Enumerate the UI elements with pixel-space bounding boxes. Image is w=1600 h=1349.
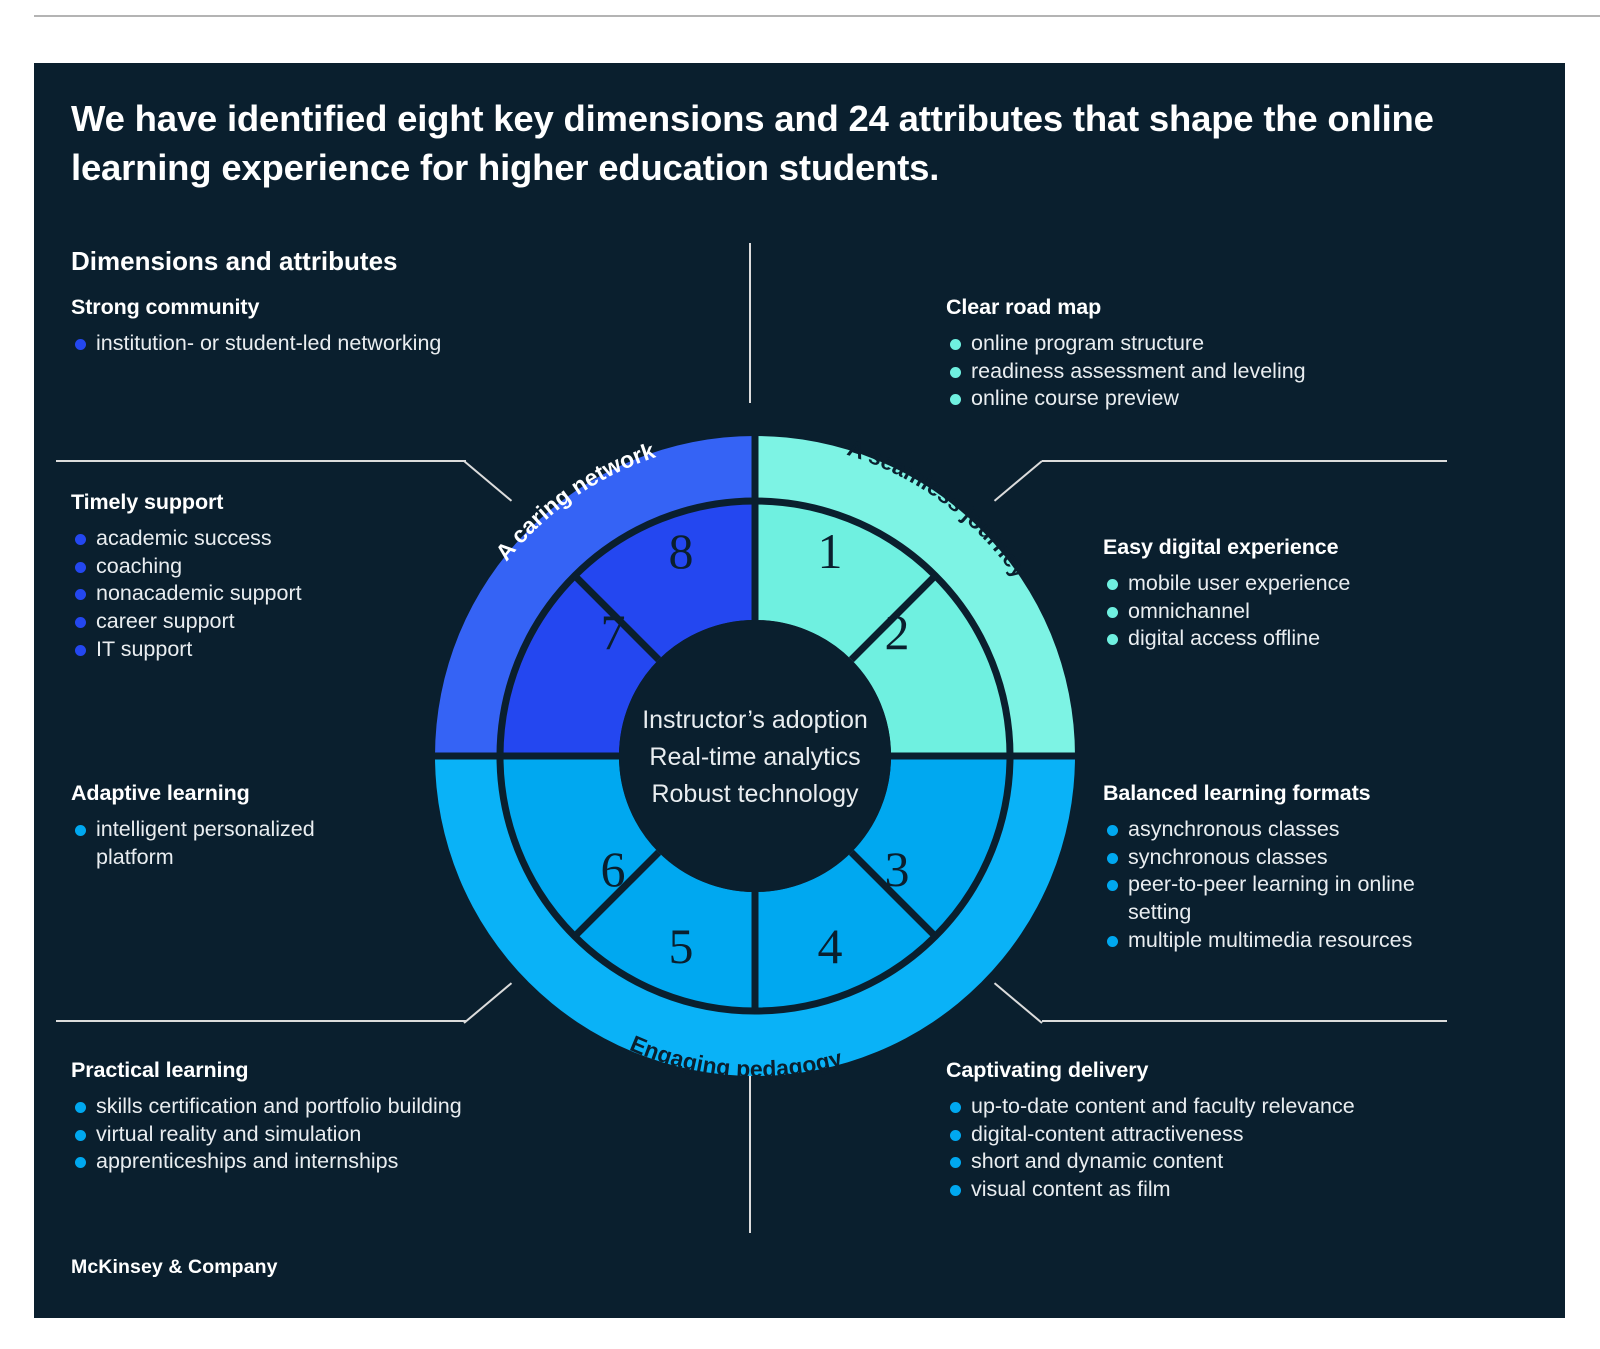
outer-ring-engaging-pedagogy xyxy=(435,756,1075,1076)
segment-number-2: 2 xyxy=(885,604,910,660)
segment-numbers: 1 2 3 4 5 6 7 8 xyxy=(601,523,910,974)
dimension-title: Strong community xyxy=(71,295,260,319)
center-line-2: Real-time analytics xyxy=(649,743,860,771)
attribute-list: intelligent personalized platform xyxy=(71,816,321,871)
connector-right-bottom xyxy=(1042,1020,1447,1022)
attribute-list: skills certification and portfolio build… xyxy=(71,1093,631,1176)
wheel-separators xyxy=(435,436,1075,1015)
list-item: academic success xyxy=(71,525,491,553)
dimensions-wheel: 1 2 3 4 5 6 7 8 Instructor’s adoption Re… xyxy=(400,401,1110,1111)
list-item: asynchronous classes xyxy=(1103,816,1453,844)
dimension-captivating-delivery: Captivating delivery up-to-date content … xyxy=(946,1058,1506,1204)
outer-ring-caring-network xyxy=(435,436,755,756)
mckinsey-logo: McKinsey & Company xyxy=(71,1256,278,1278)
dimension-adaptive-learning: Adaptive learning intelligent personaliz… xyxy=(71,781,321,871)
dimension-balanced-learning-formats: Balanced learning formats asynchronous c… xyxy=(1103,781,1453,955)
dimension-title: Clear road map xyxy=(946,295,1102,319)
list-item: short and dynamic content xyxy=(946,1148,1506,1176)
list-item: visual content as film xyxy=(946,1176,1506,1204)
divider-top-vertical xyxy=(749,243,751,403)
dimension-timely-support: Timely support academic success coaching… xyxy=(71,490,491,664)
infographic-panel: We have identified eight key dimensions … xyxy=(34,63,1565,1318)
list-item: apprenticeships and internships xyxy=(71,1148,631,1176)
dimension-title: Captivating delivery xyxy=(946,1058,1149,1082)
dimension-clear-road-map: Clear road map online program structure … xyxy=(946,295,1466,413)
list-item: skills certification and portfolio build… xyxy=(71,1093,631,1121)
list-item: mobile user experience xyxy=(1103,570,1503,598)
connector-left-bottom xyxy=(56,1020,466,1022)
dimension-title: Adaptive learning xyxy=(71,781,250,805)
dimension-title: Timely support xyxy=(71,490,224,514)
segment-number-7: 7 xyxy=(601,604,626,660)
list-item: synchronous classes xyxy=(1103,844,1453,872)
list-item: online program structure xyxy=(946,330,1466,358)
segment-number-8: 8 xyxy=(669,523,694,579)
dimension-easy-digital-experience: Easy digital experience mobile user expe… xyxy=(1103,535,1503,653)
list-item: nonacademic support xyxy=(71,580,491,608)
dimension-title: Balanced learning formats xyxy=(1103,781,1371,805)
segment-number-5: 5 xyxy=(669,918,694,974)
wheel-center-text: Instructor’s adoption Real-time analytic… xyxy=(642,706,868,808)
attribute-list: institution- or student-led networking xyxy=(71,330,631,358)
wheel-center-disc xyxy=(619,620,891,892)
dimension-strong-community: Strong community institution- or student… xyxy=(71,295,631,358)
center-line-3: Robust technology xyxy=(651,780,859,808)
dimension-title: Practical learning xyxy=(71,1058,249,1082)
list-item: up-to-date content and faculty relevance xyxy=(946,1093,1506,1121)
segment-number-3: 3 xyxy=(885,841,910,897)
section-label: Dimensions and attributes xyxy=(71,246,398,276)
list-item: coaching xyxy=(71,553,491,581)
list-item: omnichannel xyxy=(1103,598,1503,626)
attribute-list: online program structure readiness asses… xyxy=(946,330,1466,413)
list-item: intelligent personalized platform xyxy=(71,816,321,871)
top-rule xyxy=(34,15,1600,17)
divider-bottom-vertical xyxy=(749,1073,751,1233)
segment-number-4: 4 xyxy=(818,918,843,974)
dimension-title: Easy digital experience xyxy=(1103,535,1339,559)
list-item: virtual reality and simulation xyxy=(71,1121,631,1149)
attribute-list: asynchronous classes synchronous classes… xyxy=(1103,816,1453,955)
connector-right-top xyxy=(1042,460,1447,462)
list-item: career support xyxy=(71,608,491,636)
segment-number-1: 1 xyxy=(818,523,843,579)
attribute-list: mobile user experience omnichannel digit… xyxy=(1103,570,1503,653)
list-item: readiness assessment and leveling xyxy=(946,358,1466,386)
dimension-practical-learning: Practical learning skills certification … xyxy=(71,1058,631,1176)
attribute-list: up-to-date content and faculty relevance… xyxy=(946,1093,1506,1204)
list-item: multiple multimedia resources xyxy=(1103,927,1453,955)
list-item: digital-content attractiveness xyxy=(946,1121,1506,1149)
list-item: digital access offline xyxy=(1103,625,1503,653)
outer-ring-seamless-journey xyxy=(755,436,1075,756)
attribute-list: academic success coaching nonacademic su… xyxy=(71,525,491,664)
center-line-1: Instructor’s adoption xyxy=(642,706,868,734)
page-title: We have identified eight key dimensions … xyxy=(71,98,1434,188)
list-item: institution- or student-led networking xyxy=(71,330,631,358)
list-item: online course preview xyxy=(946,385,1466,413)
list-item: peer-to-peer learning in online setting xyxy=(1103,871,1453,926)
segment-number-6: 6 xyxy=(601,841,626,897)
connector-left-top xyxy=(56,460,466,462)
list-item: IT support xyxy=(71,636,491,664)
